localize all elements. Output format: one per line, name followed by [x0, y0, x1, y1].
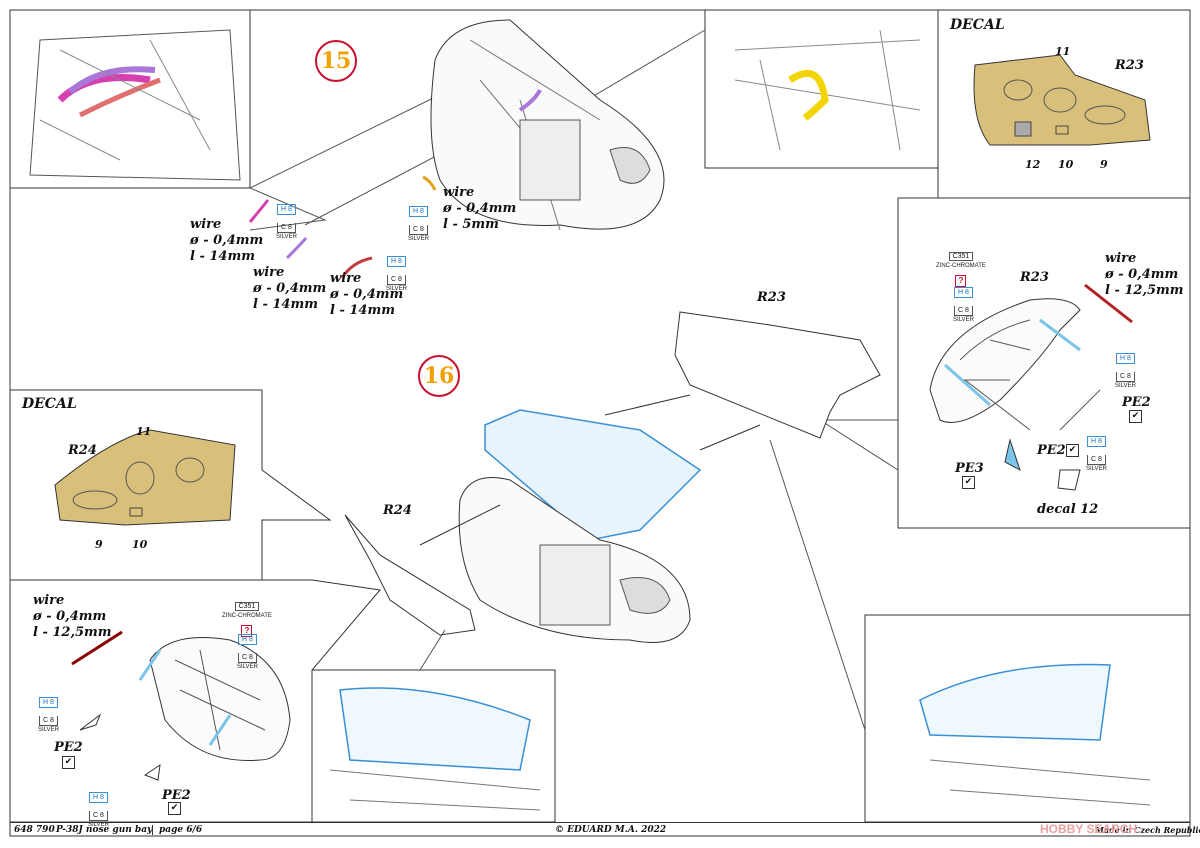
decal-left-10: 10 [132, 538, 148, 551]
part-r24 [344, 504, 501, 636]
decal-12-label: decal 12 [1037, 502, 1099, 517]
decal-top-part: R23 [1115, 58, 1144, 73]
part-label-r23-detail: R23 [1020, 270, 1049, 285]
r24-painting-panel [9, 579, 381, 823]
decal-top-9: 9 [1100, 158, 1108, 171]
footer-title: P-38J nose gun bay [56, 825, 153, 835]
watermark: HOBBY SEARCH [1040, 822, 1138, 836]
footer-copyright: © EDUARD M.A. 2022 [555, 825, 667, 835]
decal-panel-r24 [9, 389, 332, 581]
footer: 648 790 P-38J nose gun bay page 6/6 © ED… [10, 822, 1200, 837]
detail-inset-r23-installed [769, 439, 1191, 823]
decal-top-12: 12 [1025, 158, 1041, 171]
pe2-checkbox-left-a[interactable]: ✔ [62, 756, 75, 769]
footer-made-in: Made in Czech Republic [1095, 825, 1200, 835]
decal-title-left: DECAL [22, 396, 77, 412]
pe2-checkbox-right-b[interactable]: ✔ [1066, 444, 1079, 457]
r23-painting-panel [897, 197, 1191, 529]
decal-left-part: R24 [68, 443, 97, 458]
wire-piece-magenta [248, 199, 270, 223]
step-15-number: 15 [315, 40, 357, 82]
decal-top-10: 10 [1058, 158, 1074, 171]
detail-inset-r24-installed [311, 669, 556, 823]
decal-top-11: 11 [1055, 45, 1071, 58]
decal-left-11: 11 [136, 425, 152, 438]
step-16-number: 16 [418, 355, 460, 397]
wire-piece-purple [285, 237, 308, 260]
pe2-label-right-b: PE2 [1037, 443, 1066, 458]
pe3-checkbox[interactable]: ✔ [962, 476, 975, 489]
nose-assembly-step15 [430, 19, 665, 231]
decal-panel-r23 [937, 9, 1191, 222]
pe3-label: PE3 [955, 461, 984, 476]
decal-left-9: 9 [95, 538, 103, 551]
pe2-label-left-b: PE2 [162, 788, 191, 803]
part-label-r24: R24 [383, 503, 412, 518]
pe2-label-left-a: PE2 [54, 740, 83, 755]
part-r23 [604, 311, 881, 451]
footer-page: page 6/6 [152, 825, 202, 835]
wire-piece-red [340, 256, 373, 279]
pe2-checkbox-left-b[interactable]: ✔ [168, 802, 181, 815]
pe2-label-right-a: PE2 [1122, 395, 1151, 410]
wire-piece-yellow [422, 175, 437, 191]
detail-inset-wires [9, 9, 251, 189]
nose-assembly-step16 [458, 409, 702, 643]
part-label-r23-main: R23 [757, 290, 786, 305]
footer-code: 648 790 [14, 825, 55, 835]
decal-title-top: DECAL [950, 17, 1005, 33]
pe2-checkbox-right-a[interactable]: ✔ [1129, 410, 1142, 423]
